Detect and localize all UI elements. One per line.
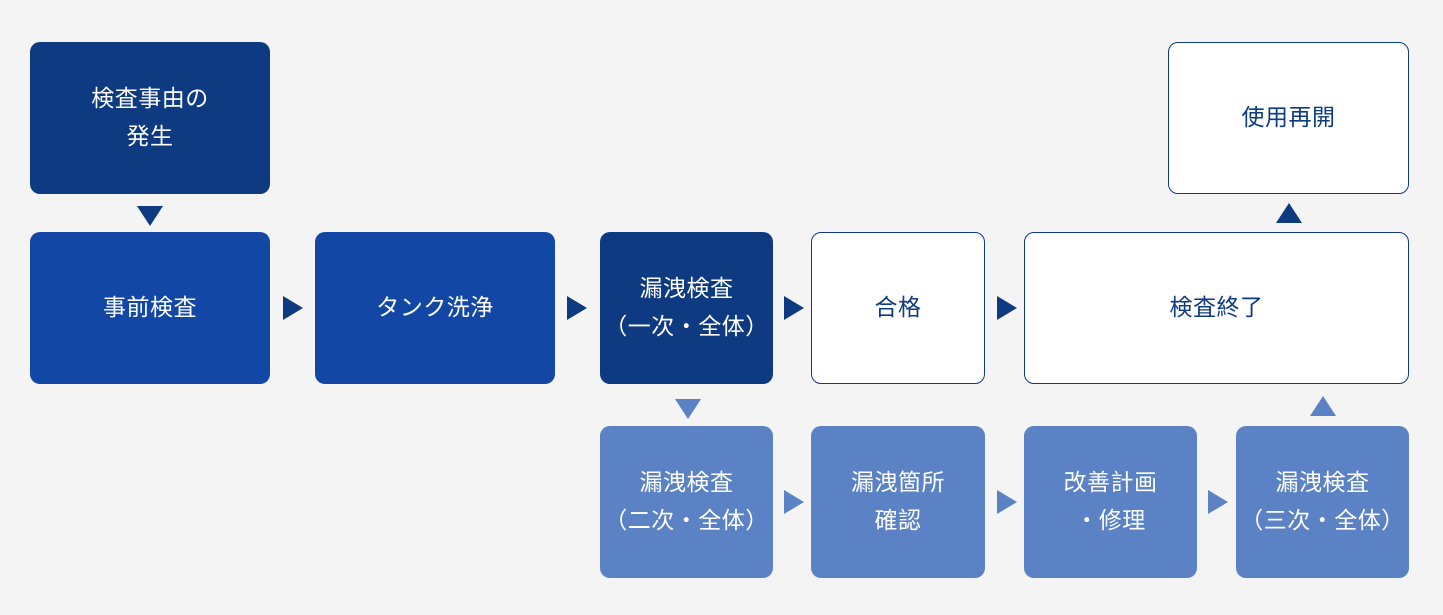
node-leak-primary: 漏洩検査 （一次・全体）: [600, 232, 773, 384]
arrow-pass-to-end: [997, 296, 1017, 320]
node-pre-inspection: 事前検査: [30, 232, 270, 384]
node-improvement-line1: 改善計画: [1063, 470, 1158, 496]
node-leak-tertiary-line1: 漏洩検査: [1275, 470, 1370, 496]
node-pass-line1: 合格: [874, 295, 922, 321]
arrow-trigger-to-pre: [137, 206, 163, 226]
arrow-end-to-resume: [1276, 203, 1302, 223]
node-leak-secondary-line1: 漏洩検査: [639, 470, 734, 496]
arrow-location-to-improvement: [997, 490, 1017, 514]
node-leak-tertiary-line2: （三次・全体）: [1240, 508, 1405, 534]
node-leak-primary-line1: 漏洩検査: [639, 276, 734, 302]
node-improvement-line2: ・修理: [1075, 508, 1146, 534]
node-tank-cleaning-line1: タンク洗浄: [376, 295, 494, 321]
node-leak-primary-line2: （一次・全体）: [604, 314, 769, 340]
node-leak-location-line2: 確認: [874, 508, 922, 534]
node-inspection-end-line1: 検査終了: [1169, 295, 1264, 321]
arrow-cleaning-to-leak1: [567, 296, 587, 320]
node-leak-tertiary: 漏洩検査 （三次・全体）: [1236, 426, 1409, 578]
arrow-leak3-to-end: [1310, 396, 1336, 416]
node-inspection-end: 検査終了: [1024, 232, 1409, 384]
node-leak-location-line1: 漏洩箇所: [851, 470, 945, 496]
node-leak-location: 漏洩箇所 確認: [811, 426, 985, 578]
arrow-improvement-to-leak3: [1208, 490, 1228, 514]
node-leak-secondary-line2: （二次・全体）: [604, 508, 769, 534]
node-leak-secondary: 漏洩検査 （二次・全体）: [600, 426, 773, 578]
arrow-leak1-to-leak2: [675, 399, 701, 419]
arrow-leak1-to-pass: [784, 296, 804, 320]
node-inspection-trigger-line1: 検査事由の: [91, 86, 209, 112]
node-inspection-trigger: 検査事由の 発生: [30, 42, 270, 194]
node-resume-use-line1: 使用再開: [1241, 105, 1336, 131]
node-tank-cleaning: タンク洗浄: [315, 232, 555, 384]
node-pass: 合格: [811, 232, 985, 384]
node-inspection-trigger-line2: 発生: [126, 124, 174, 150]
node-improvement: 改善計画 ・修理: [1024, 426, 1197, 578]
arrow-pre-to-cleaning: [283, 296, 303, 320]
node-pre-inspection-line1: 事前検査: [103, 295, 197, 321]
node-resume-use: 使用再開: [1168, 42, 1409, 194]
arrow-leak2-to-location: [784, 490, 804, 514]
